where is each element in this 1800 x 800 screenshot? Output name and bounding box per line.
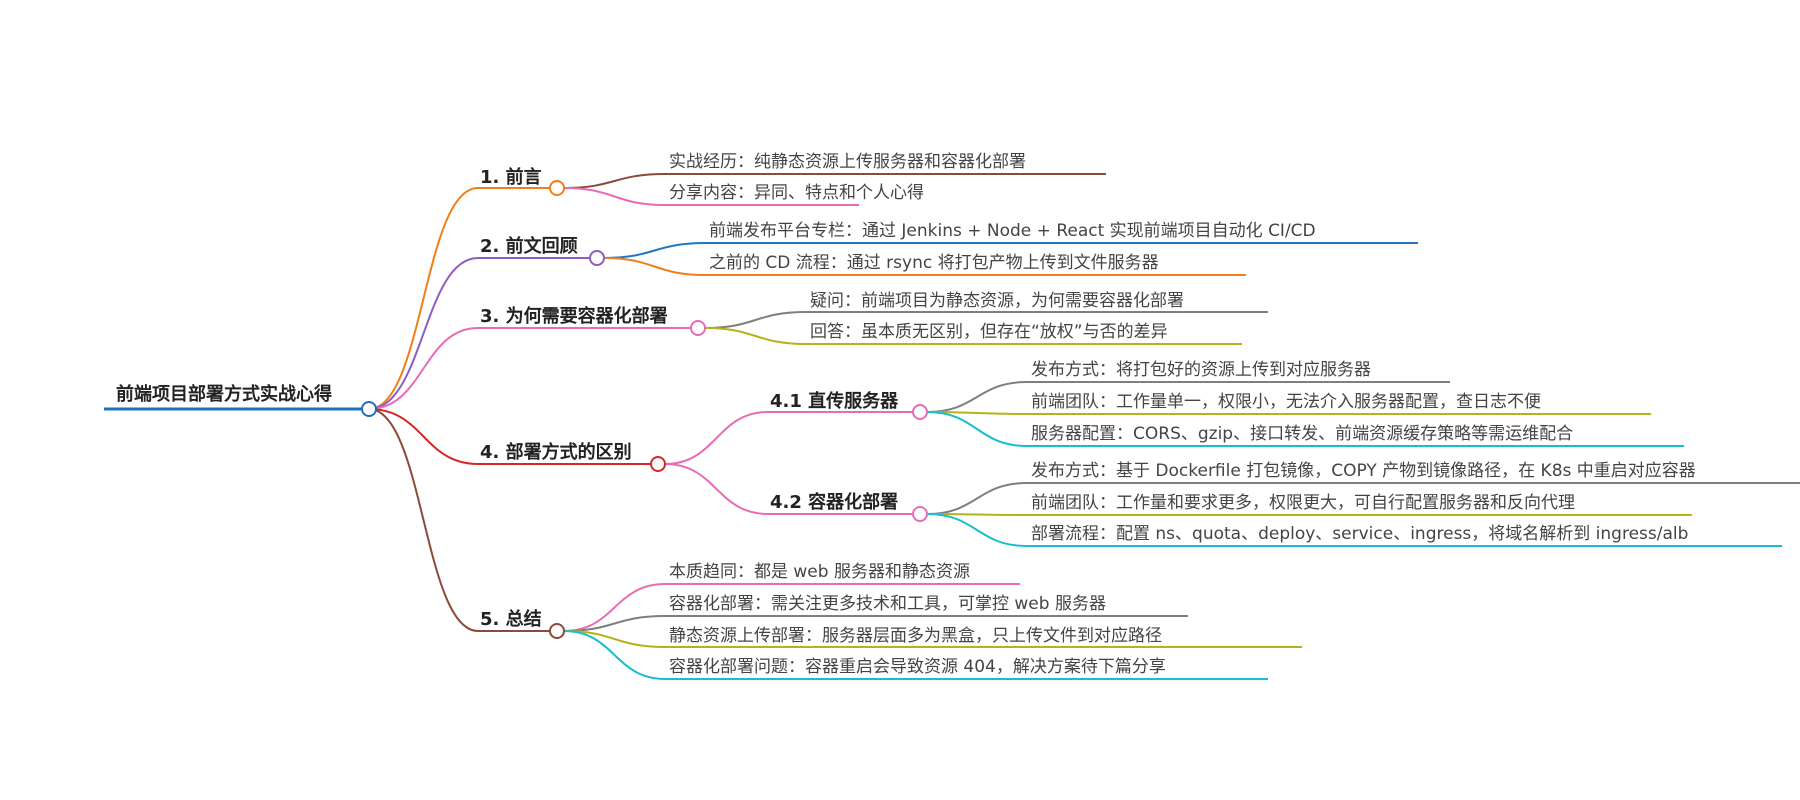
branch-label-3: 3. 为何需要容器化部署 xyxy=(480,305,668,327)
edge-branch-2-leaf-1 xyxy=(603,242,706,259)
branch-node-5[interactable]: 5. 总结 xyxy=(478,608,565,639)
leaf-4-2-2: 前端团队：工作量和要求更多，权限更大，可自行配置服务器和反向代理 xyxy=(1031,493,1575,513)
leaf-4-1-3: 服务器配置：CORS、gzip、接口转发、前端资源缓存策略等需运维配合 xyxy=(1031,424,1573,444)
leaf-1-1: 实战经历：纯静态资源上传服务器和容器化部署 xyxy=(669,152,1026,172)
root-title: 前端项目部署方式实战心得 xyxy=(116,383,332,405)
edge-branch-3-leaf-2 xyxy=(704,327,807,345)
edge-branch-1-leaf-1 xyxy=(563,173,666,189)
branch-label-4: 4. 部署方式的区别 xyxy=(480,441,632,463)
leaf-5-3: 静态资源上传部署：服务器层面多为黑盒，只上传文件到对应路径 xyxy=(669,626,1162,646)
branch-label-2: 2. 前文回顾 xyxy=(480,235,578,257)
edge-root-branch-1 xyxy=(368,187,479,410)
branch-label-1: 1. 前言 xyxy=(480,166,542,188)
branch-node-1[interactable]: 1. 前言 xyxy=(478,166,565,196)
edge-root-branch-5 xyxy=(368,408,479,632)
edge-branch-2-leaf-2 xyxy=(603,257,706,276)
subbranch-label-4-2: 4.2 容器化部署 xyxy=(770,491,898,513)
edge-sub-4-1-leaf-1 xyxy=(926,381,1028,413)
leaf-4-1-2: 前端团队：工作量单一，权限小，无法介入服务器配置，查日志不便 xyxy=(1031,392,1541,412)
branch-dot-2 xyxy=(589,250,605,266)
edge-branch-5-leaf-4 xyxy=(563,630,666,680)
branch-dot-3 xyxy=(690,320,706,336)
leaf-5-4: 容器化部署问题：容器重启会导致资源 404，解决方案待下篇分享 xyxy=(669,657,1166,677)
edge-branch-5-leaf-2 xyxy=(563,615,666,632)
branch-dot-4 xyxy=(650,456,666,472)
leaf-3-1: 疑问：前端项目为静态资源，为何需要容器化部署 xyxy=(810,291,1184,311)
edge-sub-4-2-leaf-3 xyxy=(926,513,1028,547)
subbranch-node-4-2[interactable]: 4.2 容器化部署 xyxy=(768,491,928,522)
leaf-3-2: 回答：虽本质无区别，但存在“放权”与否的差异 xyxy=(810,322,1168,342)
leaf-4-1-1: 发布方式：将打包好的资源上传到对应服务器 xyxy=(1031,360,1371,380)
branch-dot-5 xyxy=(549,623,565,639)
leaf-1-2: 分享内容：异同、特点和个人心得 xyxy=(669,183,924,203)
edge-root-branch-2 xyxy=(368,257,479,410)
subbranch-label-4-1: 4.1 直传服务器 xyxy=(770,390,899,412)
subbranch-dot-4-2 xyxy=(912,506,928,522)
edges-layer xyxy=(368,173,1028,680)
leaf-4-2-1: 发布方式：基于 Dockerfile 打包镜像，COPY 产物到镜像路径，在 K… xyxy=(1031,461,1696,481)
edge-branch-3-leaf-1 xyxy=(704,311,807,329)
root-node[interactable]: 前端项目部署方式实战心得 xyxy=(104,383,377,417)
branch-dot-1 xyxy=(549,180,565,196)
subbranch-dot-4-1 xyxy=(912,404,928,420)
branch-node-2[interactable]: 2. 前文回顾 xyxy=(478,235,605,266)
edge-branch-4-sub-1 xyxy=(664,411,769,465)
leaf-2-2: 之前的 CD 流程：通过 rsync 将打包产物上传到文件服务器 xyxy=(709,253,1159,273)
edge-sub-4-1-leaf-3 xyxy=(926,411,1028,447)
branch-label-5: 5. 总结 xyxy=(480,608,542,630)
edge-branch-1-leaf-2 xyxy=(563,187,666,206)
root-connector-dot xyxy=(361,401,377,417)
edge-root-branch-3 xyxy=(368,327,479,410)
edge-branch-5-leaf-1 xyxy=(563,583,666,632)
subbranch-node-4-1[interactable]: 4.1 直传服务器 xyxy=(768,390,928,420)
leaf-5-2: 容器化部署：需关注更多技术和工具，可掌控 web 服务器 xyxy=(669,594,1106,614)
edge-sub-4-2-leaf-1 xyxy=(926,482,1028,515)
underlines-layer xyxy=(665,173,1800,680)
leaf-2-1: 前端发布平台专栏：通过 Jenkins + Node + React 实现前端项… xyxy=(709,221,1316,241)
branch-node-4[interactable]: 4. 部署方式的区别 xyxy=(478,441,666,472)
branch-node-3[interactable]: 3. 为何需要容器化部署 xyxy=(478,305,706,336)
leaf-5-1: 本质趋同：都是 web 服务器和静态资源 xyxy=(669,562,970,582)
leaf-4-2-3: 部署流程：配置 ns、quota、deploy、service、ingress，… xyxy=(1031,524,1688,544)
edge-branch-4-sub-2 xyxy=(664,463,769,515)
edge-root-branch-4 xyxy=(368,408,479,465)
